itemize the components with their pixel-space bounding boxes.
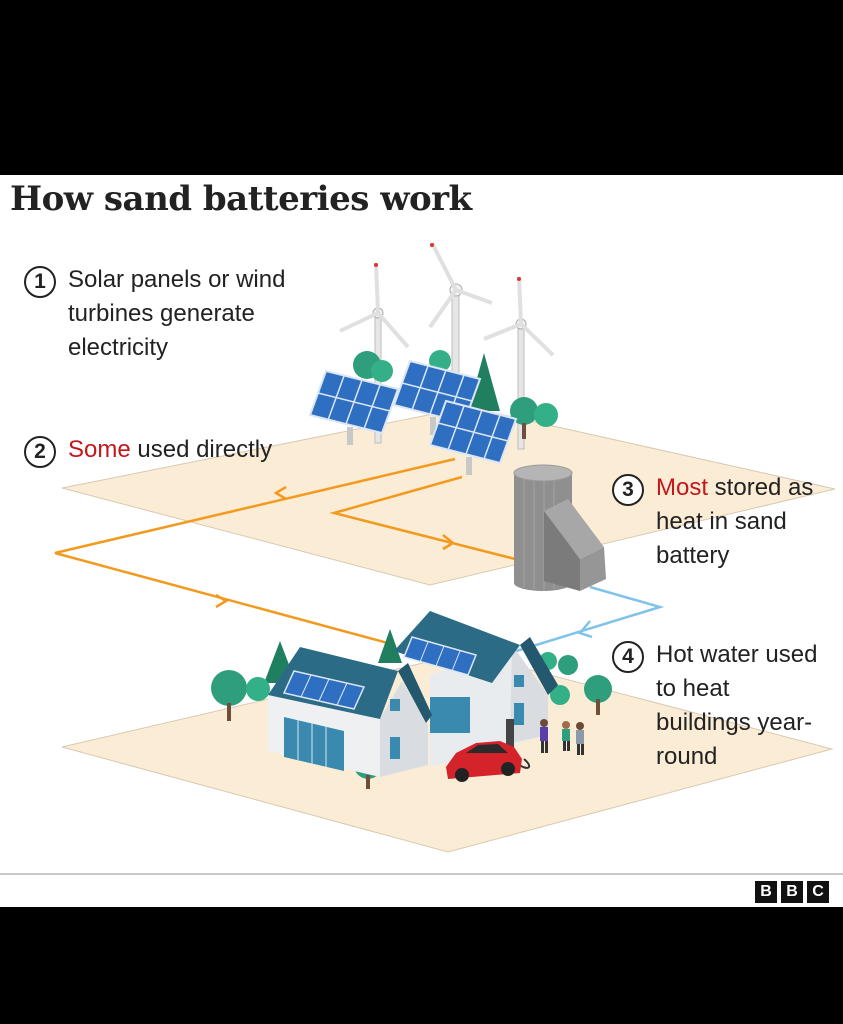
logo-letter: B xyxy=(755,881,777,903)
sand-battery-icon xyxy=(513,464,606,591)
tree-icon xyxy=(584,675,612,715)
tree-icon xyxy=(246,677,270,701)
tree-icon xyxy=(211,670,247,721)
step-1: 1 Solar panels or wind turbines generate… xyxy=(24,263,338,365)
ground-upper xyxy=(61,406,836,586)
tree-icon xyxy=(550,685,570,705)
infographic-title: How sand batteries work xyxy=(10,179,472,219)
step-description: Solar panels or wind turbines generate e… xyxy=(68,266,286,361)
step-3: 3 Most stored as heat in sand battery xyxy=(612,471,826,573)
step-description: stored as heat in sand battery xyxy=(656,474,814,569)
step-number-badge: 3 xyxy=(612,474,644,506)
logo-letter: C xyxy=(807,881,829,903)
bbc-logo: B B C xyxy=(755,881,829,903)
solar-panel-icon xyxy=(308,369,400,445)
wind-turbine-icon xyxy=(483,276,555,450)
person-icon xyxy=(576,722,584,755)
electricity-flow-lines xyxy=(54,457,516,647)
step-text: Solar panels or wind turbines generate e… xyxy=(68,263,338,365)
hot-water-flow-line xyxy=(509,585,665,655)
step-text: Most stored as heat in sand battery xyxy=(656,471,826,573)
step-highlight: Some xyxy=(68,436,131,463)
infographic-card: How sand batteries work 1 Solar panels o… xyxy=(0,175,843,907)
step-description: used directly xyxy=(130,436,273,463)
electric-car-icon xyxy=(446,741,522,782)
house-icon xyxy=(268,647,432,777)
step-text: Some used directly xyxy=(68,433,272,467)
step-description: Hot water used to heat buildings year-ro… xyxy=(656,641,818,770)
person-icon xyxy=(540,719,548,753)
step-highlight: Most xyxy=(656,474,709,501)
solar-panel-icon xyxy=(428,399,518,475)
step-number-badge: 2 xyxy=(24,436,56,468)
illustration xyxy=(54,242,836,853)
house-icon xyxy=(394,611,558,767)
tree-icon xyxy=(353,351,393,382)
step-2: 2 Some used directly xyxy=(24,433,272,468)
electricity-arrows xyxy=(215,485,456,609)
logo-letter: B xyxy=(781,881,803,903)
step-4: 4 Hot water used to heat buildings year-… xyxy=(612,638,826,774)
step-number-badge: 4 xyxy=(612,641,644,673)
step-text: Hot water used to heat buildings year-ro… xyxy=(656,638,826,774)
tree-icon xyxy=(378,629,402,663)
tree-icon xyxy=(510,397,558,439)
footer-divider xyxy=(0,873,843,875)
person-icon xyxy=(562,721,570,751)
step-number-badge: 1 xyxy=(24,266,56,298)
